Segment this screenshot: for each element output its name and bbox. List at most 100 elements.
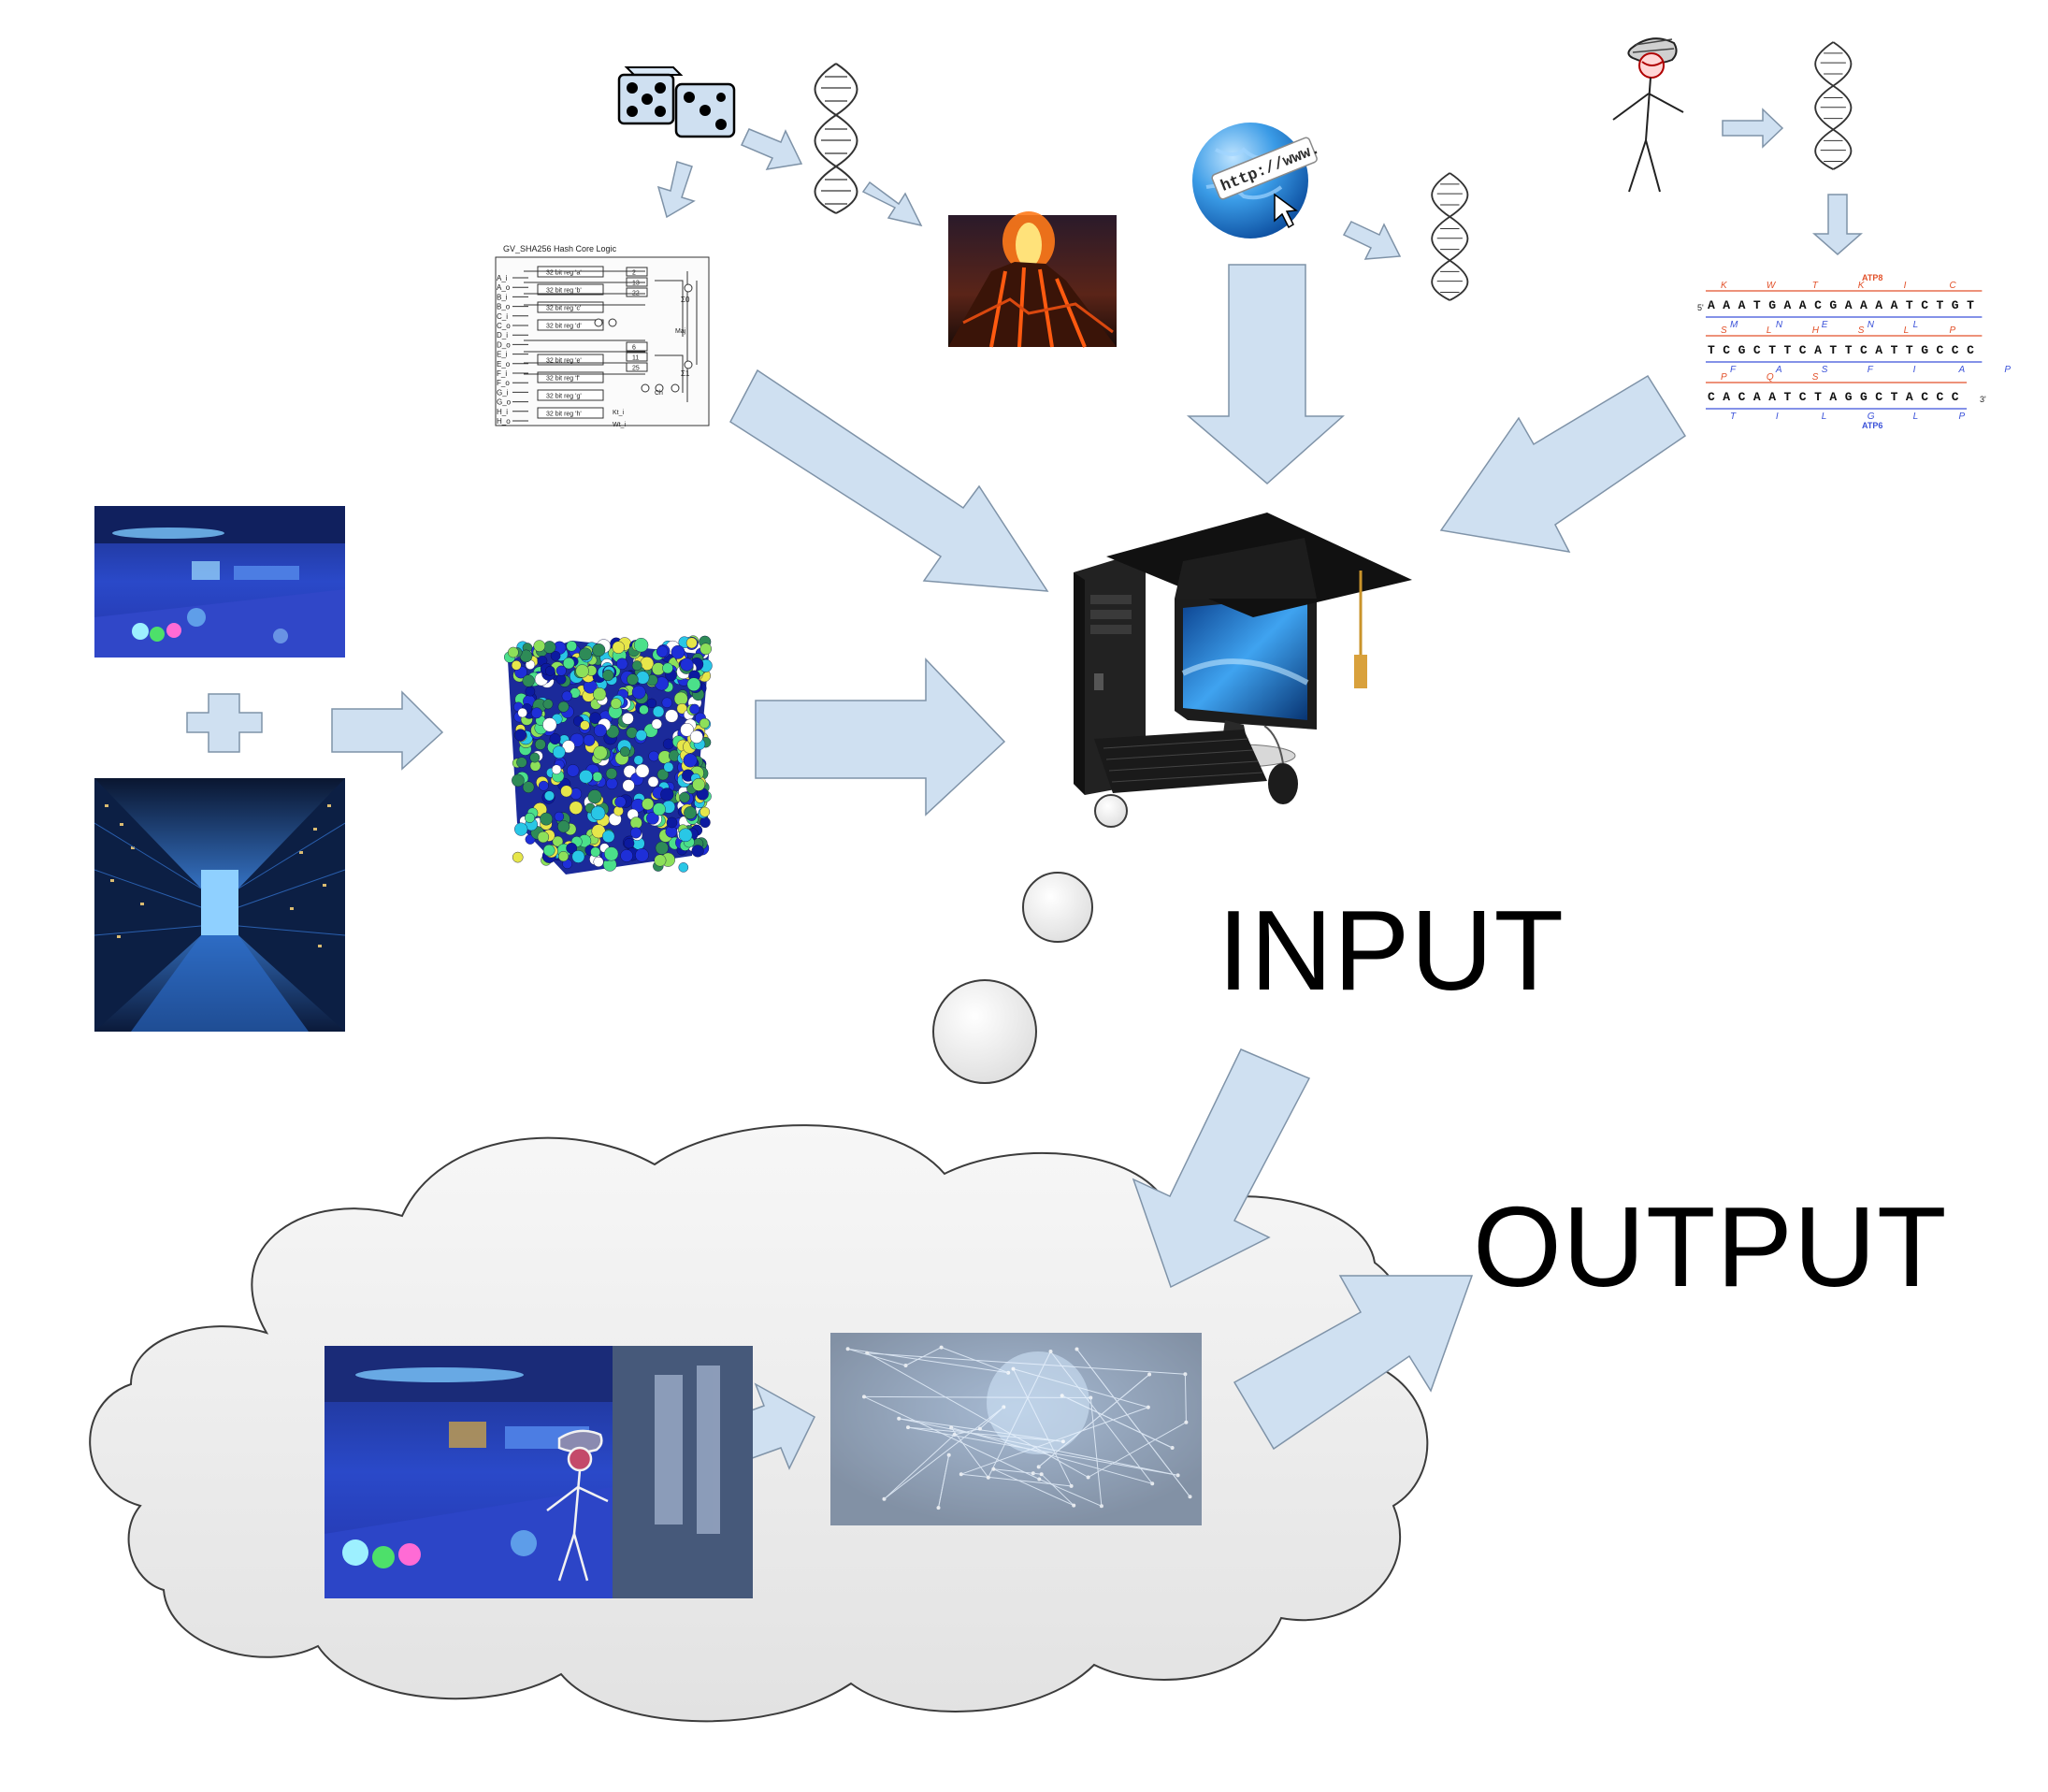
circuit-input-label: H_i (497, 408, 508, 416)
circuit-register-label: 32 bit reg 'f' (546, 376, 580, 383)
dna-base: C (1860, 343, 1868, 357)
circuit-kt: Kt_i (613, 410, 625, 416)
dna-base: T (1784, 390, 1792, 404)
amino-acid-top: H (1812, 325, 1820, 336)
circuit-title: GV_SHA256 Hash Core Logic (503, 244, 617, 253)
circuit-rotate-label: 25 (632, 366, 640, 372)
circuit-register-label: 32 bit reg 'b' (546, 288, 582, 295)
amino-acid-bottom: I (1913, 365, 1916, 375)
circuit-rotate-box (626, 287, 648, 297)
amino-acid-bottom: G (1868, 412, 1875, 422)
circuit-sigma1: Σ1 (681, 369, 690, 378)
dna-base: C (1921, 390, 1928, 404)
circuit-rotate-label: 11 (632, 355, 639, 362)
arrow-images-to-cube (331, 690, 444, 771)
dna-base: G (1921, 343, 1928, 357)
atom-cube-image (503, 635, 713, 874)
dna-base: A (1768, 390, 1776, 404)
globe-icon: http://www. (1192, 123, 1322, 238)
circuit-maj: Maj (675, 328, 686, 335)
arrow-cube-to-computer (755, 658, 1006, 817)
circuit-input-label: F_i (497, 369, 507, 378)
circuit-input-label: C_i (497, 312, 508, 321)
dna-base: T (1845, 343, 1853, 357)
arrow-globe-to-dna (1342, 221, 1402, 260)
circuit-input-label: A_o (497, 283, 511, 292)
dna-base: A (1753, 390, 1761, 404)
amino-acid-top: W (1767, 281, 1777, 291)
amino-acid-bottom: T (1730, 412, 1737, 422)
dna-base: A (1906, 390, 1913, 404)
dna-base: T (1814, 390, 1822, 404)
dna-base: C (1738, 390, 1746, 404)
amino-acid-bottom: F (1868, 365, 1874, 375)
gene-atp8-label: ATP8 (1862, 273, 1882, 282)
arrow-sequence-to-computer (1439, 374, 1687, 553)
amino-acid-bottom: A (1775, 365, 1782, 375)
dna-base: T (1937, 298, 1944, 312)
stick-figure-icon (1612, 37, 1684, 193)
arrow-globe-to-computer (1186, 264, 1345, 484)
dna-helix-icon (814, 63, 858, 214)
dna-base: A (1845, 298, 1853, 312)
dna-base: A (1784, 298, 1792, 312)
amino-acid-bottom: M (1730, 320, 1738, 330)
amino-acid-top: C (1950, 281, 1957, 291)
amino-acid-top: S (1812, 372, 1819, 383)
circuit-input-label: F_o (497, 379, 510, 387)
dna-base: T (1768, 343, 1776, 357)
circuit-register-block (537, 407, 604, 419)
amino-acid-bottom: P (1959, 412, 1966, 422)
circuit-rotate-label: 13 (632, 281, 640, 287)
dice-icon (617, 66, 736, 138)
dna-base: G (1829, 298, 1837, 312)
circuit-input-label: E_o (497, 360, 511, 369)
dna-base: T (1753, 298, 1761, 312)
amino-acid-bottom: N (1868, 320, 1875, 330)
circuit-sigma0: Σ0 (681, 296, 690, 304)
amino-acid-bottom: P (2004, 365, 2011, 375)
amino-acid-top: T (1812, 281, 1819, 291)
dna-base: A (1799, 298, 1807, 312)
circuit-wt: Wt_i (613, 422, 626, 428)
circuit-rotate-box (626, 341, 648, 352)
arrow-dice-to-dna (740, 128, 803, 170)
volcano-image (948, 211, 1117, 348)
dna-base: C (1967, 343, 1974, 357)
circuit-register-block (537, 283, 604, 296)
dna-base: G (1768, 298, 1776, 312)
dna-base: A (1891, 298, 1898, 312)
amino-acid-bottom: L (1822, 412, 1827, 422)
circuit-input-label: C_o (497, 322, 511, 330)
circuit-input-label: A_i (497, 274, 508, 282)
amino-acid-top: I (1904, 281, 1907, 291)
dna-base: A (1814, 343, 1822, 357)
amino-acid-top: L (1904, 325, 1910, 336)
dna-base: A (1738, 298, 1746, 312)
dna-base: A (1875, 343, 1882, 357)
dna-base: T (1784, 343, 1792, 357)
circuit-rotate-label: 6 (632, 345, 636, 352)
arrow-dna-to-volcano (861, 181, 923, 227)
dna-base: G (1860, 390, 1868, 404)
dna-base: C (1723, 343, 1730, 357)
bowling-alley-image (94, 506, 345, 658)
circuit-register-block (537, 301, 604, 313)
dna-base: A (1708, 298, 1715, 312)
amino-acid-bottom: I (1776, 412, 1779, 422)
amino-acid-bottom: E (1822, 320, 1828, 330)
ai-network-image (830, 1333, 1202, 1525)
dna-base: T (1906, 343, 1913, 357)
amino-acid-top: S (1858, 325, 1865, 336)
stick-figure-icon (546, 1429, 609, 1582)
dna-base: C (1937, 343, 1944, 357)
dna-base: T (1829, 343, 1837, 357)
amino-acid-bottom: N (1776, 320, 1783, 330)
dna-base: T (1708, 343, 1715, 357)
strand-3-label: 3' (1980, 395, 1986, 404)
amino-acid-bottom: A (1958, 365, 1966, 375)
dna-base: A (1875, 298, 1882, 312)
amino-acid-top: P (1950, 325, 1956, 336)
amino-acid-bottom: F (1730, 365, 1737, 375)
